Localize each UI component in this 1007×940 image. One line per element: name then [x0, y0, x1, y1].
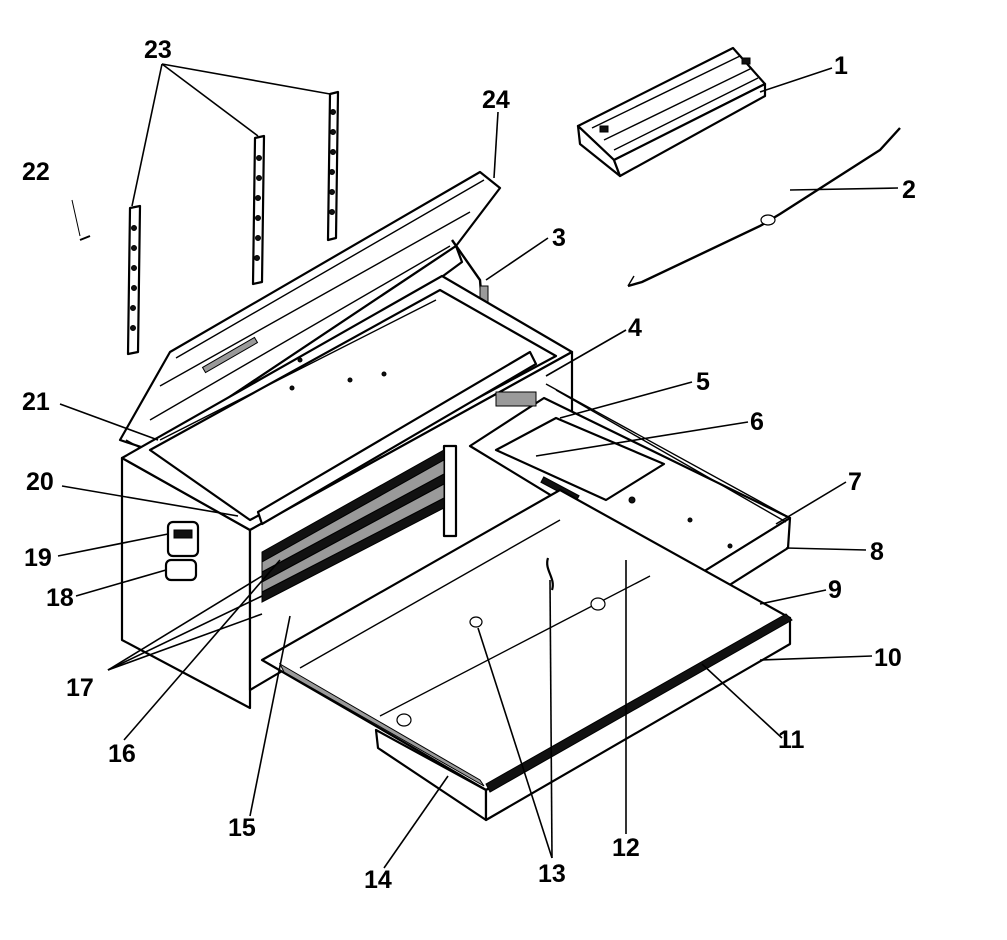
- side-handle: [164, 520, 200, 582]
- callout-10: 10: [874, 644, 902, 672]
- callout-21: 21: [22, 388, 50, 416]
- callout-3: 3: [552, 224, 566, 252]
- callout-13: 13: [538, 860, 566, 888]
- tote-tray: [576, 46, 767, 178]
- callout-22: 22: [22, 158, 50, 186]
- lid-support-rod: [627, 127, 901, 288]
- callout-labels: 1 2 3 4 5 6 7 8 9 10 11 12 13 14 15 16 1…: [22, 36, 916, 894]
- callout-8: 8: [870, 538, 884, 566]
- callout-18: 18: [46, 584, 74, 612]
- leader-lines: [57, 63, 899, 869]
- callout-17: 17: [66, 674, 94, 702]
- callout-12: 12: [612, 834, 640, 862]
- small-drawers: [261, 449, 445, 603]
- callout-16: 16: [108, 740, 136, 768]
- hinge-strip-middle: [251, 134, 266, 286]
- callout-11: 11: [778, 726, 805, 754]
- callout-1: 1: [834, 52, 848, 80]
- callout-2: 2: [902, 176, 916, 204]
- callout-14: 14: [364, 866, 392, 894]
- hinge-strip-left: [126, 204, 142, 356]
- callout-23: 23: [144, 36, 172, 64]
- hinge-strip-right: [326, 90, 340, 242]
- callout-6: 6: [750, 408, 764, 436]
- callout-4: 4: [628, 314, 642, 342]
- callout-19: 19: [24, 544, 52, 572]
- callout-20: 20: [26, 468, 54, 496]
- callout-15: 15: [228, 814, 256, 842]
- screw: [79, 235, 91, 241]
- callout-9: 9: [828, 576, 842, 604]
- callout-24: 24: [482, 86, 510, 114]
- callout-5: 5: [696, 368, 710, 396]
- callout-7: 7: [848, 468, 862, 496]
- bottom-drawer: [260, 488, 793, 822]
